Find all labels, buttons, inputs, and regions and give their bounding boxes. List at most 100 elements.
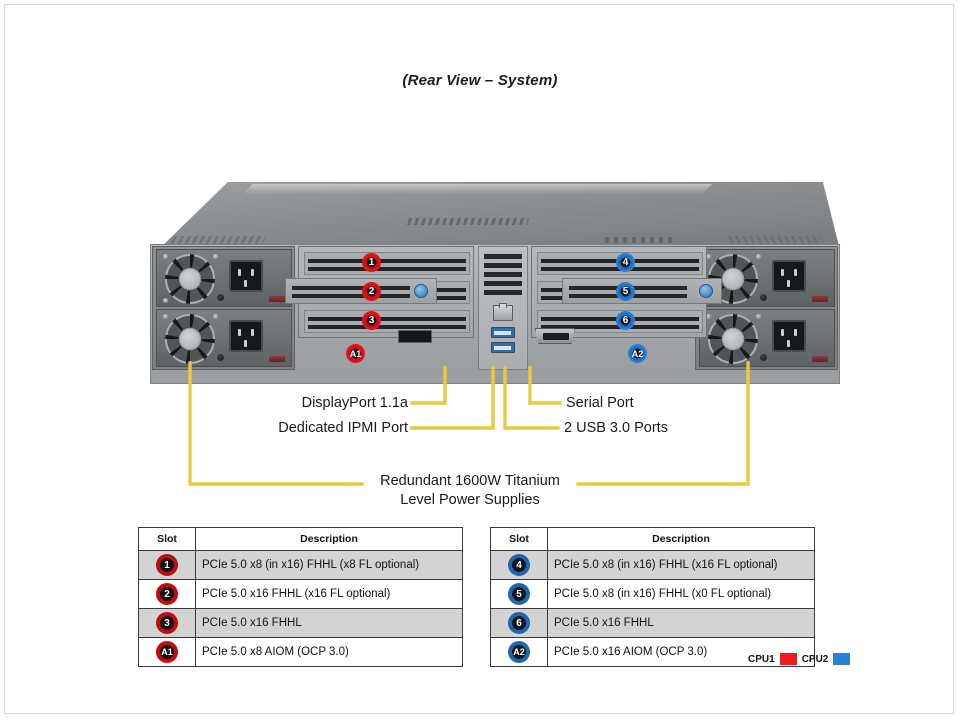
slot-badge-cell: 5 [490,579,548,609]
cpu-color-legend: CPU1 CPU2 [748,653,851,665]
psu-screw [756,314,761,319]
chassis-top-lid [158,182,840,250]
slot-table-cpu1: Slot Description 1 PCIe 5.0 x8 (in x16) … [138,527,463,667]
aiom-thumbscrew[interactable] [699,284,713,298]
psu-screw [213,254,218,259]
psu-screw [163,314,168,319]
slot-description: PCIe 5.0 x8 (in x16) FHHL (x8 FL optiona… [195,550,463,580]
slot-description: PCIe 5.0 x8 (in x16) FHHL (x16 FL option… [547,550,815,580]
pcie-slot-cover-1 [304,252,470,275]
table-row: A2 PCIe 5.0 x16 AIOM (OCP 3.0) [490,637,815,667]
psu-release-latch[interactable] [812,356,828,362]
callout-displayport: DisplayPort 1.1a [301,395,408,411]
table-row: 4 PCIe 5.0 x8 (in x16) FHHL (x16 FL opti… [490,550,815,580]
column-header-slot: Slot [138,527,196,551]
table-row: 1 PCIe 5.0 x8 (in x16) FHHL (x8 FL optio… [138,550,463,580]
chassis-badge-slot-1: 1 [362,253,381,272]
psu-screw [756,254,761,259]
lid-highlight [242,184,713,194]
psu-c14-power-socket [229,260,263,292]
slot-description: PCIe 5.0 x16 AIOM (OCP 3.0) [547,637,815,667]
psu-fan-hub [179,328,201,350]
callout-power-supplies-line1: Redundant 1600W Titanium [380,473,560,489]
slot-badge-cell: 4 [490,550,548,580]
psu-screw [163,298,168,303]
legend-cpu1-label: CPU1 [748,653,775,665]
psu-led [217,354,224,361]
callout-usb: 2 USB 3.0 Ports [564,420,668,436]
legend-cpu2-label: CPU2 [801,653,829,665]
aiom-thumbscrew[interactable] [414,284,428,298]
power-supply-module-left-top [156,249,292,307]
slot-badge-cell: A2 [490,637,548,667]
psu-fan-hub [179,268,201,290]
psu-c14-power-socket [229,320,263,352]
psu-fan-hub [722,268,744,290]
slot-badge-cell: A1 [138,637,196,667]
legend-cpu2-swatch [833,653,851,665]
usb-3-port-top [491,327,515,338]
displayport-connector [398,330,432,343]
table-badge-slot-6: 6 [508,612,530,634]
table-row: A1 PCIe 5.0 x8 AIOM (OCP 3.0) [138,637,463,667]
aiom-vent-grid [292,284,410,298]
psu-c14-power-socket [772,320,806,352]
server-chassis-rear-view: 1 2 3 A1 4 5 6 A2 [150,182,840,384]
page-title: (Rear View – System) [402,72,558,89]
serial-port-db9 [535,328,575,344]
rear-io-panel [478,246,528,370]
table-badge-slot-a1: A1 [156,641,178,663]
psu-led [760,354,767,361]
legend-cpu1-swatch [779,653,797,665]
table-badge-slot-3: 3 [156,612,178,634]
slot-table-cpu2: Slot Description 4 PCIe 5.0 x8 (in x16) … [490,527,815,667]
psu-led [760,294,767,301]
column-header-description: Description [547,527,815,551]
psu-c14-power-socket [772,260,806,292]
slot-description: PCIe 5.0 x16 FHHL (x16 FL optional) [195,579,463,609]
usb-3-port-bottom [491,342,515,353]
page-border [4,4,954,714]
chassis-badge-slot-6: 6 [616,311,635,330]
table-badge-slot-4: 4 [508,554,530,576]
power-supply-module-left-bottom [156,309,292,367]
table-row: 2 PCIe 5.0 x16 FHHL (x16 FL optional) [138,579,463,609]
callout-power-supplies-line2: Level Power Supplies [400,492,540,508]
psu-led [217,294,224,301]
lid-vent-group-center [406,218,530,225]
table-row: 5 PCIe 5.0 x8 (in x16) FHHL (x0 FL optio… [490,579,815,609]
psu-fan-hub [722,328,744,350]
lid-vent-group-right [605,237,673,243]
chassis-badge-slot-2: 2 [362,282,381,301]
chassis-badge-slot-a2: A2 [628,344,647,363]
slot-badge-cell: 2 [138,579,196,609]
chassis-badge-slot-5: 5 [616,282,635,301]
psu-screw [706,254,711,259]
slot-description: PCIe 5.0 x16 FHHL [195,608,463,638]
slot-description: PCIe 5.0 x8 AIOM (OCP 3.0) [195,637,463,667]
table-badge-slot-5: 5 [508,583,530,605]
slot-badge-cell: 1 [138,550,196,580]
table-header-row: Slot Description [490,527,815,551]
slot-description: PCIe 5.0 x8 (in x16) FHHL (x0 FL optiona… [547,579,815,609]
column-header-description: Description [195,527,463,551]
aiom-module-a1 [285,278,437,304]
table-row: 3 PCIe 5.0 x16 FHHL [138,608,463,638]
table-badge-slot-1: 1 [156,554,178,576]
psu-release-latch[interactable] [269,296,285,302]
psu-release-latch[interactable] [812,296,828,302]
chassis-badge-slot-3: 3 [362,311,381,330]
aiom-module-a2 [562,278,722,304]
chassis-badge-slot-4: 4 [616,253,635,272]
power-supply-bay-right [695,246,838,370]
slot-badge-cell: 6 [490,608,548,638]
psu-screw [163,254,168,259]
io-panel-vent-grid [484,251,522,295]
table-header-row: Slot Description [138,527,463,551]
power-supply-bay-left [152,246,295,370]
psu-release-latch[interactable] [269,356,285,362]
psu-screw [706,314,711,319]
psu-screw [213,314,218,319]
chassis-badge-slot-a1: A1 [346,344,365,363]
table-badge-slot-a2: A2 [508,641,530,663]
